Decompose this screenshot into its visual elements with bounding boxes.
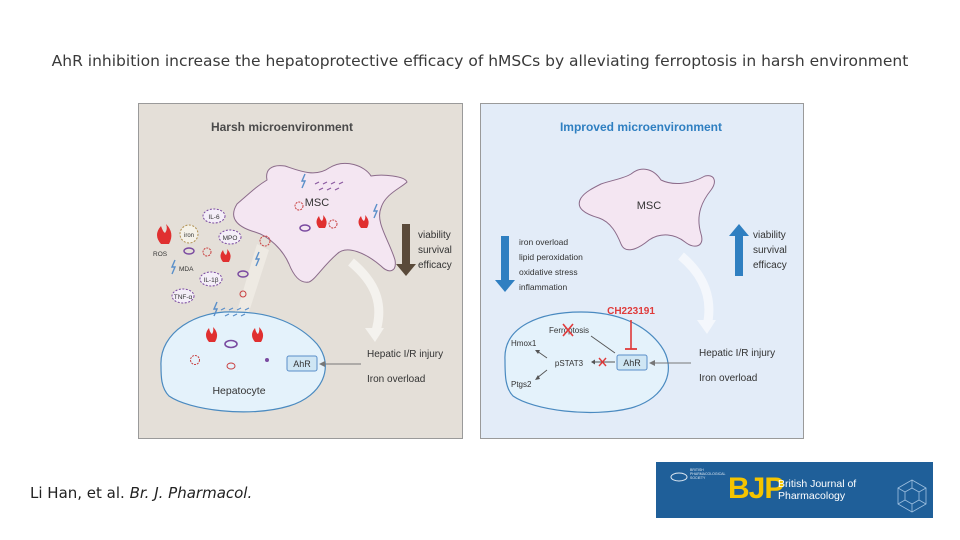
harsh-microenvironment-panel: Harsh microenvironment MSC viability sur…: [138, 103, 463, 439]
ros-label: ROS: [153, 251, 168, 258]
reduced-lipid-peroxidation: lipid peroxidation: [519, 252, 583, 262]
citation-journal: Br. J. Pharmacol.: [129, 484, 253, 502]
il6-label: IL-6: [208, 214, 220, 221]
fire-icon: [220, 249, 231, 262]
reduced-oxidative-stress: oxidative stress: [519, 267, 578, 277]
reduced-iron-overload: iron overload: [519, 237, 568, 247]
transfer-arrow: [348, 258, 384, 336]
journal-name: British Journal of Pharmacology: [778, 478, 857, 502]
outcome-viability: viability: [753, 230, 786, 241]
mda-label: MDA: [179, 266, 194, 273]
msc-label: MSC: [305, 197, 330, 209]
msc-cell: [578, 168, 715, 251]
society-emblem-icon: [670, 472, 688, 482]
lightning-icon: [212, 301, 219, 317]
hmox1-label: Hmox1: [511, 339, 537, 348]
hepatocyte-label: Hepatocyte: [212, 385, 265, 397]
msc-label: MSC: [637, 200, 662, 212]
harsh-panel-illustration: Harsh microenvironment MSC viability sur…: [153, 120, 452, 413]
stimulus-iron-overload: Iron overload: [367, 374, 425, 385]
decrease-arrow: [396, 224, 416, 276]
lightning-icon: [372, 203, 379, 219]
figure-title: AhR inhibition increase the hepatoprotec…: [51, 52, 909, 70]
ptgs2-label: Ptgs2: [511, 380, 532, 389]
blocked-cross-icon: [598, 357, 607, 367]
outcome-viability: viability: [418, 230, 451, 241]
outcome-survival: survival: [418, 245, 452, 256]
hepatocyte-cell: [160, 311, 326, 413]
increase-arrow: [729, 224, 749, 276]
harsh-heading: Harsh microenvironment: [211, 120, 353, 134]
transfer-arrow: [678, 252, 714, 328]
improved-panel-illustration: Improved microenvironment MSC viability …: [495, 120, 787, 414]
tnfa-label: TNF-α: [174, 294, 193, 301]
reduced-inflammation: inflammation: [519, 282, 567, 292]
outcome-survival: survival: [753, 245, 787, 256]
journal-logo: BRITISH PHARMACOLOGICAL SOCIETY BJP Brit…: [656, 462, 933, 518]
stimulus-ir-injury: Hepatic I/R injury: [699, 348, 775, 359]
lightning-icon: [300, 173, 307, 189]
lightning-icon: [170, 259, 177, 275]
molecule-graphic-icon: [897, 479, 927, 513]
outcome-efficacy: efficacy: [418, 260, 452, 271]
ahr-box: [286, 355, 318, 372]
outcome-efficacy: efficacy: [753, 260, 787, 271]
fire-icon: [206, 327, 218, 342]
iron-label: iron: [184, 233, 194, 239]
citation: Li Han, et al. Br. J. Pharmacol.: [30, 484, 252, 502]
society-name: BRITISH PHARMACOLOGICAL SOCIETY: [690, 468, 726, 480]
fire-icon: [358, 215, 369, 228]
il1b-label: IL-1β: [204, 277, 219, 284]
stimulus-ir-injury: Hepatic I/R injury: [367, 349, 443, 360]
improved-microenvironment-panel: Improved microenvironment MSC viability …: [480, 103, 804, 439]
citation-authors: Li Han, et al.: [30, 484, 130, 502]
decrease-arrow: [495, 236, 515, 292]
pstat3-label: pSTAT3: [555, 359, 584, 368]
improved-heading: Improved microenvironment: [560, 120, 722, 134]
inhibitor-label: CH223191: [607, 306, 655, 317]
ahr-label: AhR: [293, 359, 311, 369]
stimulus-iron-overload: Iron overload: [699, 373, 757, 384]
journal-abbrev: BJP: [728, 472, 784, 505]
blocked-cross-icon: [562, 323, 574, 337]
ahr-label: AhR: [623, 358, 641, 368]
hepatocyte-cell: [504, 311, 669, 414]
fire-icon: [316, 215, 327, 228]
ahr-box: [616, 354, 648, 371]
fire-icon: [252, 327, 264, 342]
fire-icon: [157, 224, 172, 244]
lightning-icon: [254, 251, 261, 267]
mpo-label: MPO: [223, 235, 238, 242]
